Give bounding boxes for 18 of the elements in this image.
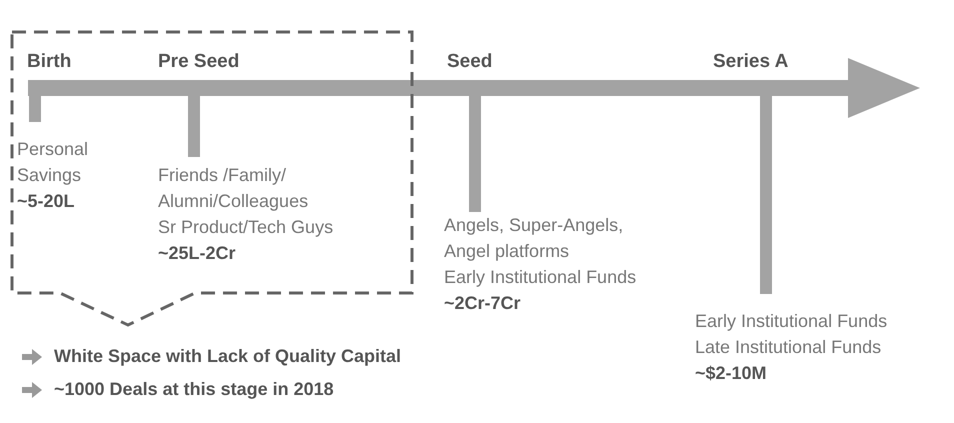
stage-name: Series A <box>713 50 788 74</box>
stage-name: Pre Seed <box>158 50 240 74</box>
stage-name: Birth <box>27 50 72 74</box>
amount-text: ~25L-2Cr <box>158 242 237 265</box>
investor-text: Early Institutional Funds <box>695 310 888 333</box>
note-text: White Space with Lack of Quality Capital <box>54 346 402 367</box>
note-text: ~1000 Deals at this stage in 2018 <box>54 379 334 400</box>
amount-text: ~2Cr-7Cr <box>444 292 522 315</box>
investor-text: Late Institutional Funds <box>695 336 882 359</box>
amount-text: ~$2-10M <box>695 362 768 385</box>
amount-text: ~5-20L <box>17 190 76 213</box>
investor-text: Angels, Super-Angels, Angel platforms <box>444 214 624 263</box>
investor-text: Sr Product/Tech Guys <box>158 216 334 239</box>
stage-name: Seed <box>447 50 492 74</box>
investor-text: Early Institutional Funds <box>444 266 638 289</box>
investor-text: Friends /Family/ Alumni/Colleagues <box>158 164 310 213</box>
dashed-callout-box <box>10 30 414 327</box>
investor-text: Personal Savings <box>17 138 90 187</box>
